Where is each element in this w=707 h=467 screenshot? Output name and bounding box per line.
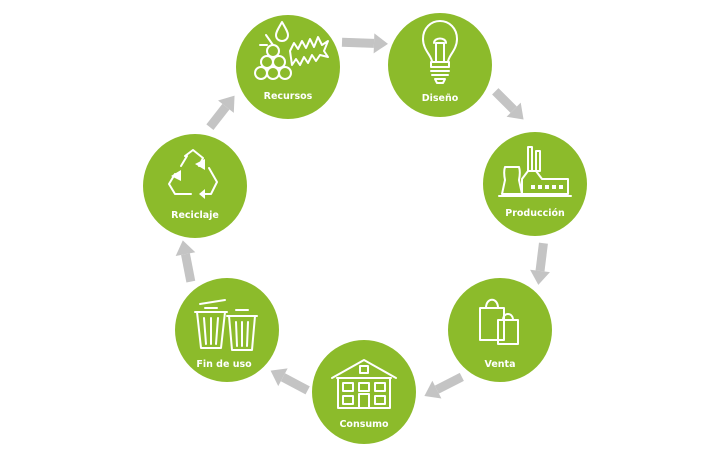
lightbulb-icon [422,20,458,84]
arrow-reciclaje-to-recursos [206,95,235,130]
stage-circle [483,132,587,236]
stage-diseno: Diseño [388,13,492,117]
stage-label: Venta [485,359,516,370]
stage-label: Reciclaje [171,210,219,221]
arrow-recursos-to-diseno [341,33,388,54]
shopping-bags-icon [479,298,519,345]
house-icon [331,359,397,409]
stage-produccion: Producción [483,132,587,236]
stage-label: Recursos [264,91,313,102]
cycle-arrows [175,33,550,399]
arrow-consumo-to-fin-de-uso [270,368,310,395]
stage-reciclaje: Reciclaje [143,134,247,238]
arrow-diseno-to-produccion [492,88,524,120]
resources-icon [254,21,329,80]
stage-label: Fin de uso [196,359,252,370]
stage-venta: Venta [448,278,552,382]
stage-circle [388,13,492,117]
factory-icon [498,146,572,197]
stage-recursos: Recursos [236,15,340,119]
stage-consumo: Consumo [312,340,416,444]
stage-label: Consumo [339,419,389,430]
stage-label: Producción [505,208,565,219]
trash-bins-icon [194,299,258,351]
recycle-icon [168,149,218,199]
arrow-fin-de-uso-to-reciclaje [175,240,196,283]
stage-fin-de-uso: Fin de uso [175,278,279,382]
stage-circle [448,278,552,382]
arrow-venta-to-consumo [424,372,464,399]
stage-label: Diseño [422,93,459,104]
arrow-produccion-to-venta [530,242,550,285]
stage-circle [143,134,247,238]
